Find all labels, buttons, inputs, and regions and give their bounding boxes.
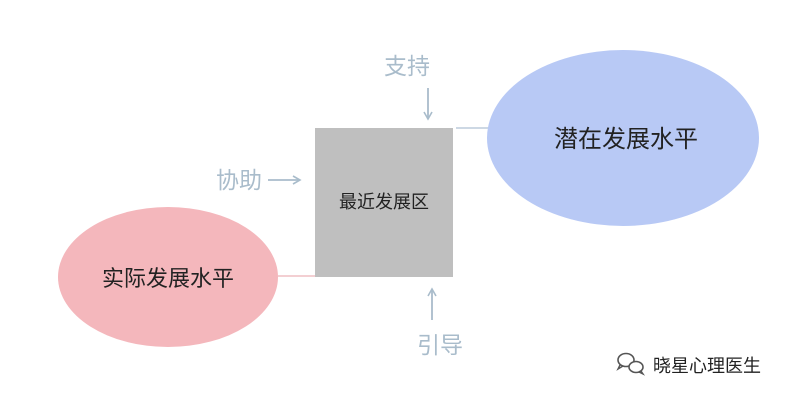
- assist-label: 协助: [216, 168, 262, 194]
- zpd-box-label: 最近发展区: [339, 192, 429, 213]
- zpd-box: [315, 128, 453, 277]
- actual-level-label: 实际发展水平: [102, 267, 234, 292]
- potential-level-label: 潜在发展水平: [554, 125, 698, 153]
- actual-level-ellipse: [58, 207, 278, 347]
- support-label: 支持: [384, 54, 430, 80]
- guide-label: 引导: [417, 333, 463, 359]
- wechat-icon: [616, 352, 646, 376]
- watermark-text: 晓星心理医生: [653, 356, 761, 377]
- potential-level-ellipse: [487, 50, 759, 226]
